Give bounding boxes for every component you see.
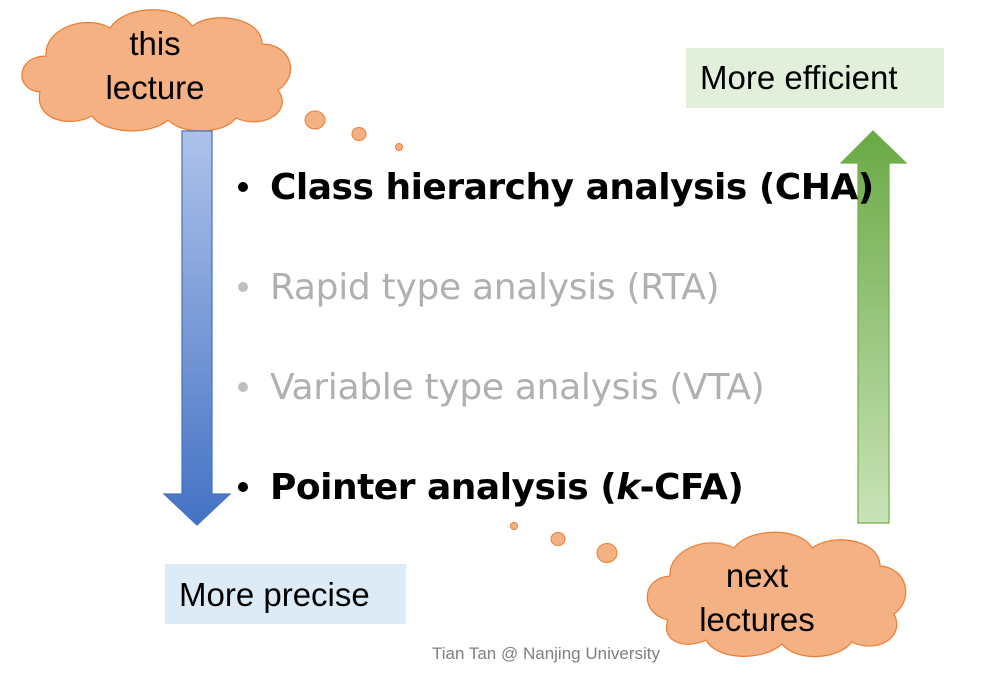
cloud-this-lecture <box>21 9 292 132</box>
thought-bubbles-bottom <box>510 522 618 563</box>
bullet-dot <box>238 382 248 392</box>
list-item-pointer-text: Pointer analysis (k-CFA) <box>270 466 744 508</box>
pointer-text-italic: k <box>616 466 640 508</box>
list-item-rta: Rapid type analysis (RTA) <box>238 262 720 312</box>
list-item-rta-text: Rapid type analysis (RTA) <box>270 266 720 308</box>
cloud-bottom-text: next lectures <box>682 554 832 642</box>
cloud-top-line1: this <box>129 25 181 62</box>
cloud-top-line2: lecture <box>105 69 205 106</box>
slide-footer: Tian Tan @ Nanjing University <box>432 644 660 663</box>
list-item-cha-text: Class hierarchy analysis (CHA) <box>270 166 874 208</box>
list-item-pointer: Pointer analysis (k-CFA) <box>238 462 744 512</box>
list-item-vta-text: Variable type analysis (VTA) <box>270 366 765 408</box>
label-more-precise-text: More precise <box>179 576 370 613</box>
label-more-precise: More precise <box>165 564 406 624</box>
bullet-dot <box>238 282 248 292</box>
thought-bubbles-top <box>304 110 403 151</box>
cloud-top-text: this lecture <box>80 22 230 110</box>
cloud-bottom-line1: next <box>725 557 789 594</box>
bullet-dot <box>238 182 248 192</box>
arrow-up-efficient <box>839 130 908 524</box>
label-more-efficient-text: More efficient <box>700 59 898 96</box>
bullet-dot <box>238 482 248 492</box>
arrow-down-precise <box>162 130 232 526</box>
list-item-cha: Class hierarchy analysis (CHA) <box>238 162 874 212</box>
pointer-text-after: -CFA) <box>639 466 744 508</box>
pointer-text-before: Pointer analysis ( <box>270 466 617 508</box>
cloud-next-lectures <box>646 531 907 658</box>
cloud-bottom-line2: lectures <box>699 601 815 638</box>
list-item-vta: Variable type analysis (VTA) <box>238 362 765 412</box>
label-more-efficient: More efficient <box>686 48 944 108</box>
